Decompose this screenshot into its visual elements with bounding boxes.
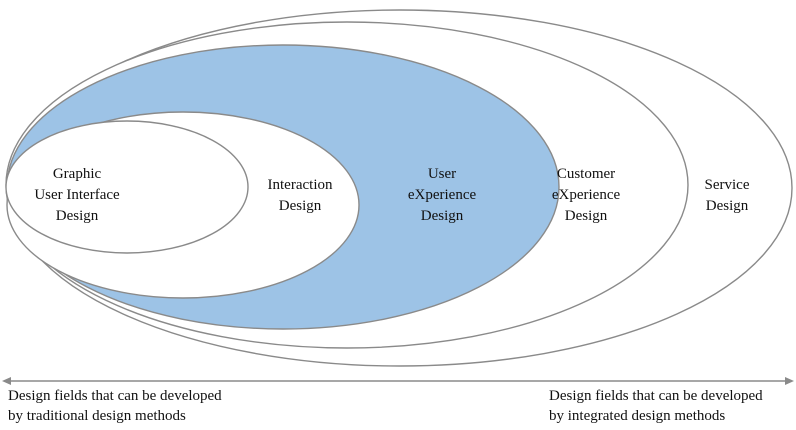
label-line: Design <box>55 208 99 224</box>
label-line: eXperience <box>407 187 477 203</box>
label-line: Graphic <box>52 166 102 182</box>
label-line: eXperience <box>551 187 621 203</box>
integrated-methods-caption: Design fields that can be developed by i… <box>549 386 763 426</box>
interaction-design-label: Interaction Design <box>268 175 333 217</box>
arrow-head-left <box>2 377 11 385</box>
caption-line: by integrated design methods <box>549 408 726 424</box>
spectrum-arrow <box>2 377 794 385</box>
label-line: User Interface <box>34 187 120 203</box>
label-line: User <box>427 166 457 182</box>
arrow-head-right <box>785 377 794 385</box>
customer-experience-design-label: Customer eXperience Design <box>552 164 620 227</box>
label-line: Design <box>278 198 322 214</box>
label-line: Customer <box>556 166 616 182</box>
gui-design-label: Graphic User Interface Design <box>34 164 119 227</box>
label-line: Service <box>704 177 750 193</box>
label-line: Design <box>705 198 749 214</box>
service-design-label: Service Design <box>705 175 750 217</box>
caption-line: Design fields that can be developed <box>549 388 763 404</box>
caption-line: Design fields that can be developed <box>8 388 222 404</box>
label-line: Design <box>564 208 608 224</box>
gui-design-ellipse <box>5 120 249 254</box>
user-experience-design-label: User eXperience Design <box>408 164 476 227</box>
label-line: Design <box>420 208 464 224</box>
traditional-methods-caption: Design fields that can be developed by t… <box>8 386 222 426</box>
label-line: Interaction <box>267 177 333 193</box>
caption-line: by traditional design methods <box>8 408 186 424</box>
